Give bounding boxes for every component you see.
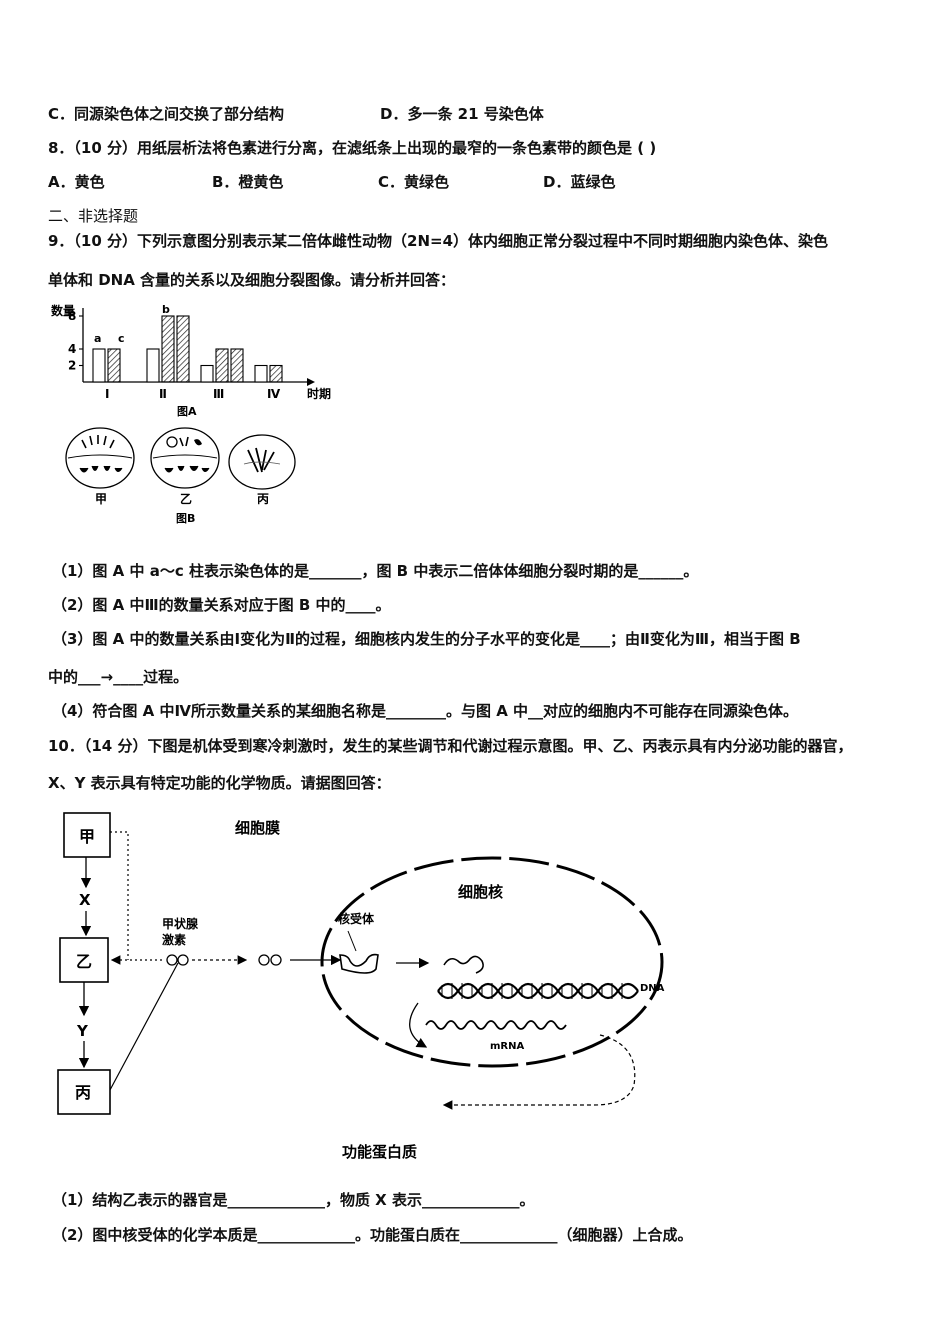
label-x: X: [79, 891, 91, 909]
cell-jia: [65, 427, 135, 489]
y-tick-label: 8: [68, 309, 76, 323]
y-tick-label: 2: [68, 359, 76, 373]
q10-part2: （2）图中核受体的化学本质是_____________。功能蛋白质在______…: [52, 1226, 693, 1244]
label-dna: DNA: [640, 983, 665, 994]
label-functional-protein: 功能蛋白质: [342, 1143, 417, 1161]
bar-c-3: [230, 348, 244, 383]
x-tick-label: Ⅳ: [267, 387, 281, 401]
q9-part3-line1: （3）图 A 中的数量关系由Ⅰ变化为Ⅱ的过程，细胞核内发生的分子水平的变化是__…: [52, 630, 801, 648]
label-y: Y: [76, 1022, 89, 1040]
label-nucleus: 细胞核: [458, 883, 503, 901]
receptor-shape: [339, 953, 379, 974]
q10-regulation-diagram: 甲 乙 丙 X Y 甲状腺 激素 细胞膜 细胞核 核受体: [57, 812, 665, 1161]
mrna-strand: [425, 1020, 567, 1030]
q9-part3-line2: 中的___→____过程。: [48, 668, 189, 686]
cell-label-bing: 丙: [257, 492, 269, 506]
figure-a-xlabel: 时期: [307, 386, 331, 401]
section-title: 二、非选择题: [48, 207, 139, 225]
figure-a-yticks: 2 4 8: [68, 309, 83, 373]
bar-a-1: [92, 348, 106, 383]
label-mrna: mRNA: [490, 1041, 524, 1052]
q7-option-c: C．同源染色体之间交换了部分结构: [48, 105, 285, 123]
q10-part1: （1）结构乙表示的器官是_____________，物质 X 表示_______…: [52, 1191, 535, 1209]
q10-stem-line1: 10．（14 分）下图是机体受到寒冷刺激时，发生的某些调节和代谢过程示意图。甲、…: [48, 737, 853, 755]
figure-b-caption: 图B: [176, 512, 195, 525]
figure-a-label-c: c: [118, 332, 125, 345]
box-bing: [57, 1069, 111, 1115]
figure-b-cells: 甲 乙 丙 图B: [65, 427, 296, 525]
cell-label-yi: 乙: [180, 492, 192, 506]
cell-bing: [228, 434, 296, 490]
label-hormone-line2: 激素: [162, 932, 186, 947]
x-tick-label: Ⅲ: [213, 387, 224, 401]
cell-label-jia: 甲: [95, 492, 107, 506]
bar-b-3: [215, 348, 229, 383]
x-tick-label: Ⅰ: [105, 387, 109, 401]
bar-a-3: [200, 364, 214, 383]
box-jia-label: 甲: [79, 827, 95, 846]
q8-stem: 8．（10 分）用纸层析法将色素进行分离，在滤纸条上出现的最窄的一条色素带的颜色…: [48, 139, 657, 157]
figure-a-ylabel: 数量: [51, 303, 75, 318]
box-bing-label: 丙: [75, 1083, 91, 1102]
q7-option-d: D．多一条 21 号染色体: [380, 105, 544, 123]
figure-a-label-a: a: [94, 332, 101, 345]
x-tick-label: Ⅱ: [159, 387, 167, 401]
bar-b-2: [161, 315, 175, 383]
q9-part2: （2）图 A 中Ⅲ的数量关系对应于图 B 中的____。: [52, 596, 391, 614]
figure-a-caption: 图A: [177, 405, 197, 418]
label-receptor: 核受体: [338, 911, 375, 926]
q9-stem-line1: 9．（10 分）下列示意图分别表示某二倍体雌性动物（2N=4）体内细胞正常分裂过…: [48, 232, 829, 250]
bar-c-1: [107, 348, 121, 383]
bar-c-4: [269, 364, 283, 383]
q9-stem-line2: 单体和 DNA 含量的关系以及细胞分裂图像。请分析并回答：: [48, 271, 456, 289]
q9-part1: （1）图 A 中 a～c 柱表示染色体的是_______，图 B 中表示二倍体体…: [52, 562, 699, 580]
nucleus-envelope: [320, 856, 664, 1068]
figure-a-bar-chart: 数量 2 4 8 Ⅰ Ⅱ Ⅲ Ⅳ a c b 时期 图A: [51, 303, 331, 418]
q8-option-d: D．蓝绿色: [543, 173, 616, 191]
q10-stem-line2: X、Y 表示具有特定功能的化学物质。请据图回答：: [48, 774, 391, 792]
bar-c-2: [176, 315, 190, 383]
q8-option-c: C．黄绿色: [378, 173, 450, 191]
label-cell-membrane: 细胞膜: [235, 819, 280, 837]
box-yi-label: 乙: [76, 952, 92, 971]
figure-a-label-b: b: [162, 303, 170, 316]
box-jia: [63, 812, 111, 858]
cell-yi: [150, 427, 220, 489]
figure-a-xticks: Ⅰ Ⅱ Ⅲ Ⅳ: [105, 387, 281, 401]
bar-a-2: [146, 348, 160, 383]
y-tick-label: 4: [68, 342, 76, 356]
figure-a-bars: [92, 315, 283, 383]
q8-option-a: A．黄色: [48, 173, 105, 191]
label-hormone-line1: 甲状腺: [162, 916, 199, 931]
dna-helix: [437, 955, 639, 1000]
q9-part4: （4）符合图 A 中Ⅳ所示数量关系的某细胞名称是________。与图 A 中_…: [52, 702, 799, 720]
q8-option-b: B．橙黄色: [212, 173, 284, 191]
bar-a-4: [254, 364, 268, 383]
figure-a-x-arrow: [307, 378, 315, 386]
